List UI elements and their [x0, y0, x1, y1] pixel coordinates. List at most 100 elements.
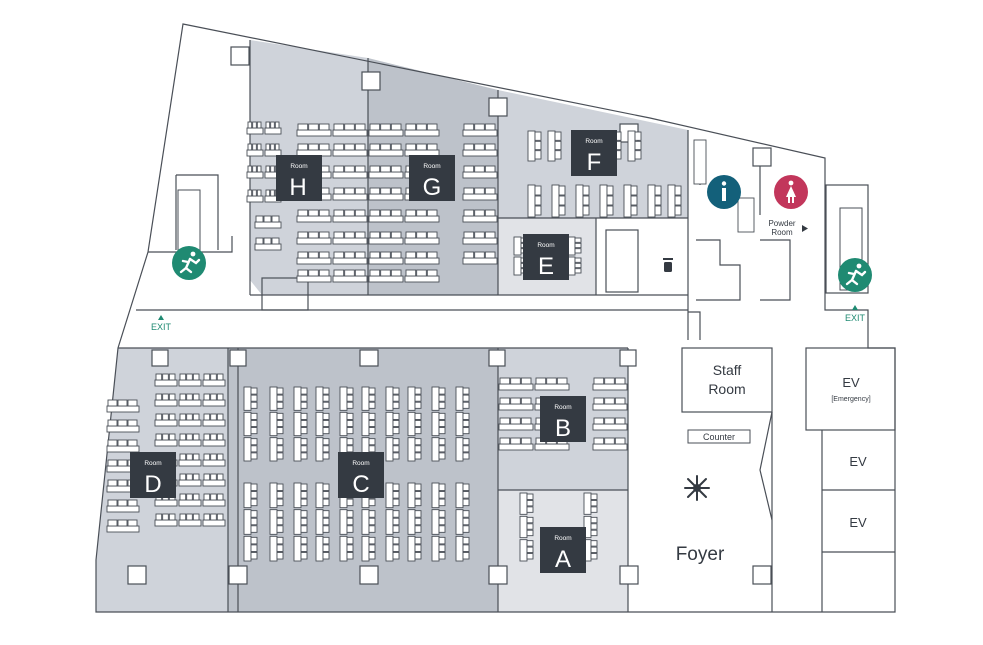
chair	[322, 498, 330, 507]
chair	[179, 513, 187, 521]
table	[527, 184, 536, 218]
table	[462, 257, 498, 265]
table	[368, 129, 404, 137]
table	[513, 256, 522, 276]
chair	[300, 510, 308, 518]
chair	[210, 473, 217, 481]
chair	[186, 513, 193, 521]
chair	[634, 131, 642, 141]
restroom-icon[interactable]	[774, 175, 808, 209]
chair	[333, 187, 345, 195]
svg-text:Room: Room	[423, 163, 440, 170]
chair	[117, 519, 128, 527]
chair	[462, 510, 470, 518]
chair	[526, 546, 534, 554]
chair	[276, 517, 284, 526]
chair	[300, 412, 308, 420]
table	[592, 423, 628, 431]
chair	[380, 269, 391, 277]
chair	[534, 195, 542, 206]
table	[332, 237, 368, 245]
chair	[203, 453, 211, 461]
chair	[520, 417, 532, 425]
chair	[510, 417, 521, 425]
table	[269, 386, 278, 411]
chair	[392, 419, 400, 428]
chair	[462, 387, 470, 395]
table	[296, 275, 332, 283]
table	[293, 482, 302, 509]
chair	[392, 412, 400, 420]
chair	[250, 525, 258, 533]
chair	[484, 251, 496, 259]
chair	[462, 427, 470, 435]
chair	[192, 373, 200, 381]
chair	[474, 123, 485, 131]
chair	[606, 195, 614, 206]
chair	[168, 413, 176, 421]
svg-text:H: H	[289, 174, 306, 201]
chair	[322, 544, 330, 552]
chair	[322, 412, 330, 420]
chair	[414, 427, 422, 435]
chair	[462, 551, 470, 560]
table	[246, 195, 264, 203]
chair	[414, 412, 422, 420]
chair	[250, 498, 258, 507]
table	[623, 184, 632, 218]
emergency-exit-icon	[172, 246, 206, 280]
table	[243, 535, 252, 562]
chair	[155, 513, 163, 521]
table	[178, 479, 202, 487]
chair	[474, 143, 485, 151]
svg-text:C: C	[352, 471, 369, 498]
chair	[368, 517, 376, 526]
table	[254, 221, 282, 229]
room-label-a: Room A	[540, 527, 586, 573]
table	[575, 184, 584, 218]
table	[527, 130, 536, 162]
chair	[322, 438, 330, 446]
snowflake-ornament-icon	[684, 475, 710, 501]
table	[106, 445, 140, 453]
chair	[276, 536, 284, 545]
chair	[574, 262, 582, 269]
chair	[438, 452, 446, 460]
table	[407, 411, 416, 437]
chair	[414, 510, 422, 518]
table	[243, 509, 252, 535]
chair	[300, 401, 308, 409]
chair	[484, 209, 496, 217]
information-icon[interactable]	[707, 175, 741, 209]
chair	[414, 445, 422, 453]
chair	[368, 498, 376, 507]
chair	[546, 377, 557, 385]
chair	[526, 506, 534, 513]
chair	[203, 413, 211, 421]
chair	[520, 397, 532, 405]
table	[246, 127, 264, 135]
chair	[276, 491, 284, 499]
chair	[265, 121, 271, 129]
chair	[392, 517, 400, 526]
chair	[590, 540, 598, 547]
chair	[117, 399, 128, 407]
chair	[534, 150, 542, 160]
chair	[426, 231, 438, 239]
chair	[438, 544, 446, 552]
chair	[556, 377, 568, 385]
chair	[574, 242, 582, 249]
table	[202, 479, 226, 487]
chair	[192, 413, 200, 421]
chair	[250, 445, 258, 453]
chair	[526, 540, 534, 547]
chair	[333, 231, 345, 239]
chair	[179, 373, 187, 381]
chair	[322, 452, 330, 460]
chair	[438, 510, 446, 518]
chair	[390, 143, 402, 151]
chair	[369, 123, 381, 131]
table	[293, 437, 302, 462]
table	[592, 403, 628, 411]
chair	[186, 413, 193, 421]
